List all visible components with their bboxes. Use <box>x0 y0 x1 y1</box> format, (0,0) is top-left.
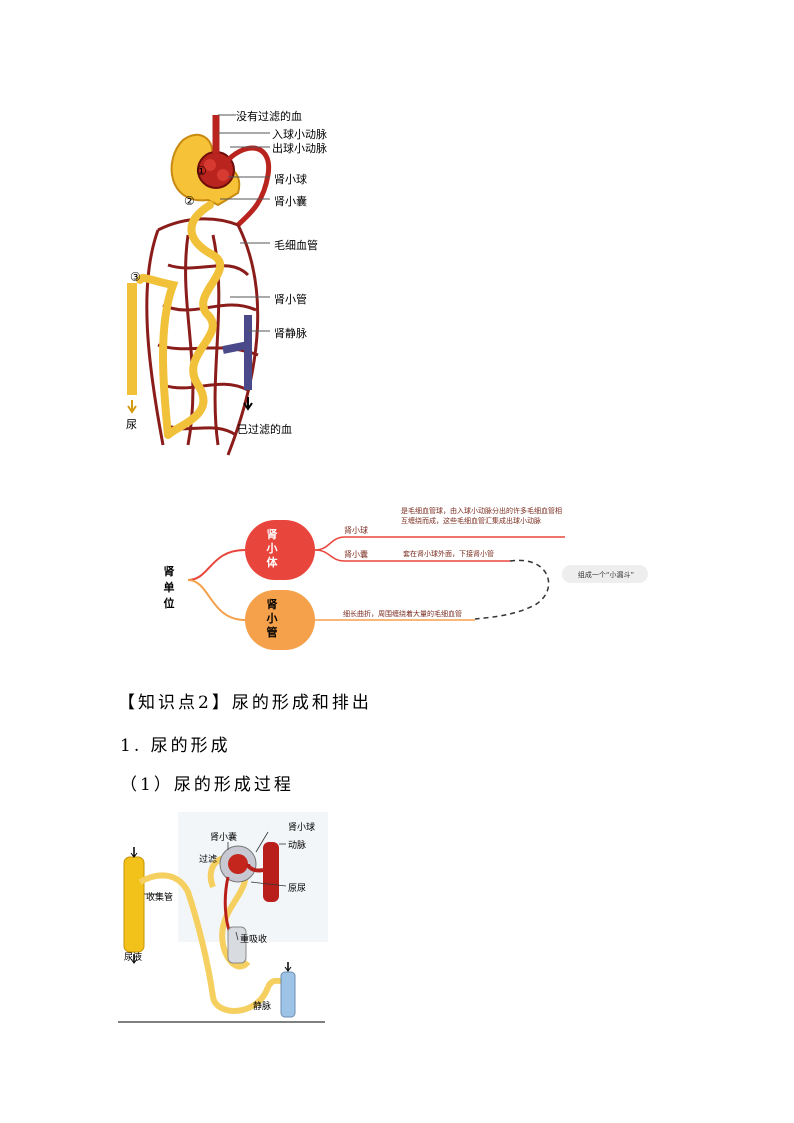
vein-shape <box>280 971 296 1018</box>
root-to-tubule-line <box>187 579 246 621</box>
funnel-note: 组成一个“小漏斗” <box>577 571 635 579</box>
label-afferent-arteriole: 入球小动脉 <box>272 128 327 141</box>
marker-2: ② <box>184 194 195 208</box>
nephron-diagram: ① ② ③ <box>118 105 358 465</box>
tubule-shape <box>136 201 225 439</box>
label-efferent-arteriole: 出球小动脉 <box>272 142 327 155</box>
urine-formation-illustration <box>118 812 328 1023</box>
branch-glomerulus: 肾小球 <box>344 526 368 535</box>
label-filtered-blood: 已过滤的血 <box>237 423 292 436</box>
fig2-label-vein: 静脉 <box>253 1002 272 1012</box>
fig2-label-primary-urine: 原尿 <box>288 884 307 894</box>
tubule-node-shape <box>245 590 315 650</box>
nephron-mindmap <box>150 495 670 665</box>
renal-vein-shape <box>222 315 252 390</box>
mindmap-root: 肾单位 <box>163 565 175 610</box>
desc-capsule: 套在肾小球外面，下接肾小管 <box>403 550 494 558</box>
fig2-label-artery: 动脉 <box>288 841 307 851</box>
nephron-illustration: ① ② ③ <box>127 114 272 456</box>
label-renal-vein: 肾静脉 <box>274 327 307 340</box>
desc-tubule: 细长曲折，周围缠绕着大量的毛细血管 <box>343 610 462 618</box>
fig2-label-collecting-duct: 收集管 <box>146 893 174 903</box>
subsection-heading: （1）尿的形成过程 <box>120 775 294 795</box>
fig2-label-urine: 尿液 <box>124 953 143 963</box>
root-to-corpuscle-line <box>187 549 246 581</box>
glomerulus-shape <box>228 854 248 874</box>
node-tubule: 肾小管 <box>266 598 278 639</box>
collecting-duct-shape <box>123 856 145 953</box>
label-bowman-capsule: 肾小囊 <box>274 195 307 208</box>
marker-1: ① <box>196 164 207 178</box>
funnel-dashed-connector <box>474 559 550 620</box>
label-renal-tubule: 肾小管 <box>274 293 307 306</box>
knowledge-point-heading: 【知识点2】尿的形成和排出 <box>118 693 372 713</box>
fig2-label-glomerulus: 肾小球 <box>288 823 316 833</box>
fig2-label-reabsorption: 重吸收 <box>240 935 268 945</box>
marker-3: ③ <box>130 270 141 284</box>
fig2-label-filtration: 过滤 <box>199 855 218 865</box>
corpuscle-node-shape <box>245 520 315 580</box>
desc-glomerulus: 是毛细血管球，由入球小动脉分出的许多毛细血管相互缠绕而成，这些毛细血管汇集成出球… <box>401 507 562 525</box>
node-corpuscle: 肾小体 <box>266 528 278 569</box>
diagram-background <box>178 812 328 942</box>
section-heading: 1. 尿的形成 <box>120 736 231 756</box>
fig2-label-bowman-capsule: 肾小囊 <box>210 833 238 843</box>
artery-shape <box>263 842 279 902</box>
branch-capsule: 肾小囊 <box>344 550 368 559</box>
label-unfiltered-blood: 没有过滤的血 <box>236 110 302 123</box>
label-glomerulus: 肾小球 <box>274 173 307 186</box>
mindmap-connectors <box>187 520 648 650</box>
urine-formation-diagram <box>118 812 328 1024</box>
funnel-note-shape <box>562 565 648 583</box>
label-capillaries: 毛细血管 <box>274 239 318 252</box>
label-urine: 尿 <box>126 418 137 431</box>
